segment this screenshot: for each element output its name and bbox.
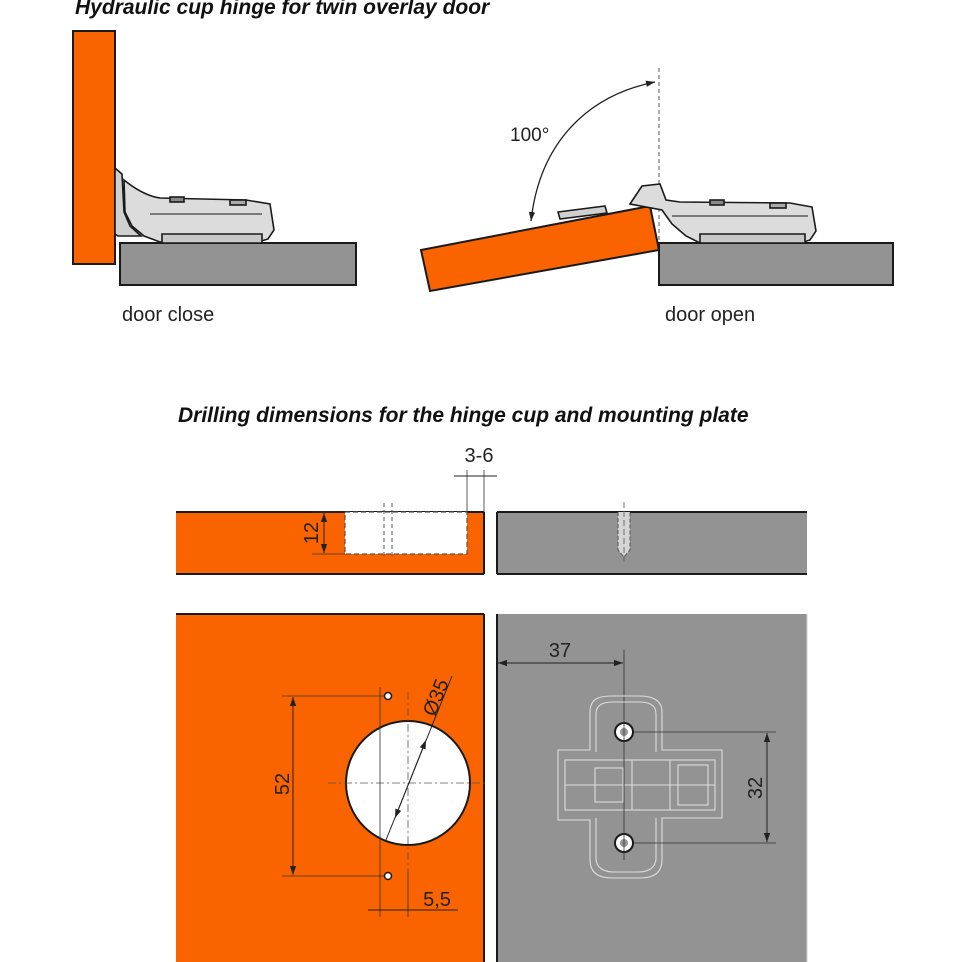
door-front-view: Ø35 52 5,5 <box>176 613 488 962</box>
pin-hole-bottom <box>383 871 393 881</box>
open-door-panel <box>419 204 661 293</box>
hinge-closed <box>114 166 275 244</box>
cup-depth-label: 12 <box>301 522 323 544</box>
door-open-label: door open <box>665 304 756 326</box>
cabinet-side-panel-open <box>658 242 894 286</box>
pin-hole-top <box>383 691 393 701</box>
door-close-label: door close <box>122 304 215 326</box>
door-closed-illustration <box>72 30 357 286</box>
closed-door-panel <box>72 30 116 265</box>
plate-hole-spacing-label: 32 <box>745 777 767 799</box>
hinge-open <box>556 183 817 244</box>
plate-distance-label: 37 <box>549 640 571 662</box>
opening-angle-arc <box>528 80 656 222</box>
drilling-section-title: Drilling dimensions for the hinge cup an… <box>178 404 749 427</box>
cabinet-side-section <box>496 502 807 575</box>
hinge-section-title: Hydraulic cup hinge for twin overlay doo… <box>75 0 490 19</box>
cabinet-side-panel <box>119 242 357 286</box>
opening-angle-label: 100° <box>510 125 549 146</box>
cup-pocket <box>344 511 468 555</box>
mounting-plate-outline <box>557 695 723 879</box>
hole-spacing-label: 52 <box>272 773 294 795</box>
cabinet-front-view: 37 32 <box>496 614 808 962</box>
gap-label: 3-6 <box>465 445 494 467</box>
hole-offset-label: 5,5 <box>423 889 451 911</box>
door-open-illustration: 100° <box>419 68 894 293</box>
door-side-section: 12 3-6 <box>176 445 497 575</box>
